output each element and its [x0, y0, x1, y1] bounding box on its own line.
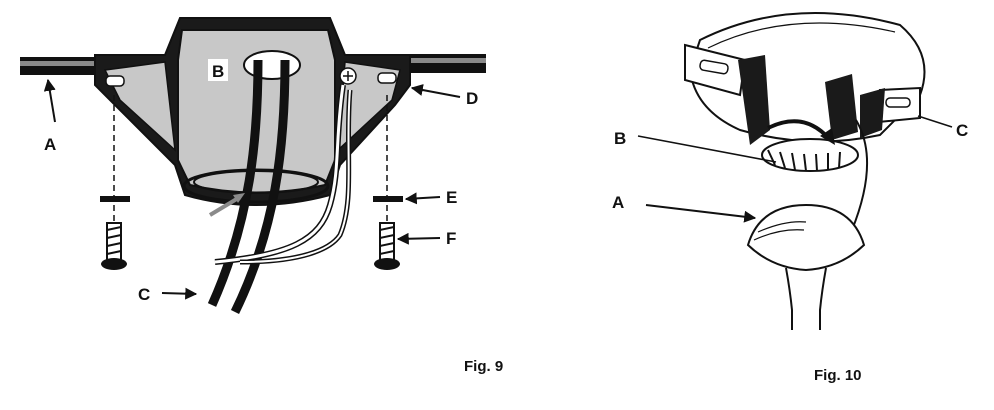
- figure-10: B A C Fig. 10: [590, 0, 994, 410]
- leader-b: [637, 135, 777, 163]
- callout-b-bg: [208, 59, 228, 81]
- leader-d: [410, 84, 461, 98]
- downrod: [785, 267, 827, 330]
- leader-c: [161, 287, 198, 300]
- hanger-ball: [746, 203, 866, 272]
- figure-9: A B C D E F Fig. 9: [20, 17, 503, 375]
- fig10-diagram: B A C Fig. 10: [612, 12, 968, 384]
- callout-d: D: [466, 89, 478, 108]
- caption-fig9: Fig. 9: [464, 358, 503, 375]
- ground-screw: [339, 67, 357, 85]
- leader-f: [396, 232, 441, 245]
- ceiling-bar-left: [20, 57, 100, 75]
- callout-e: E: [446, 188, 457, 207]
- right-screw: [374, 222, 400, 270]
- caption-fig10: Fig. 10: [814, 367, 862, 384]
- insert-direction-arrow: [208, 195, 242, 217]
- ceiling-bar-right: [410, 54, 486, 73]
- leader-e: [404, 192, 441, 205]
- callout-b: B: [614, 129, 626, 148]
- canopy: [684, 12, 926, 172]
- left-screw: [101, 222, 127, 270]
- callout-f: F: [446, 229, 456, 248]
- callout-c: C: [138, 285, 150, 304]
- left-washer: [100, 196, 130, 202]
- callout-a: A: [612, 193, 624, 212]
- callout-a: A: [44, 135, 56, 154]
- insert-direction-arrowhead: [233, 193, 245, 203]
- leader-a: [645, 204, 757, 223]
- wires: [207, 59, 353, 314]
- callout-b: B: [212, 62, 224, 81]
- leader-a: [43, 78, 56, 123]
- fig9-diagram: A B C D E F Fig. 9: [20, 17, 503, 375]
- callout-c: C: [956, 121, 968, 140]
- leader-c: [917, 115, 953, 128]
- right-washer: [373, 196, 403, 202]
- support-wire: [851, 119, 869, 231]
